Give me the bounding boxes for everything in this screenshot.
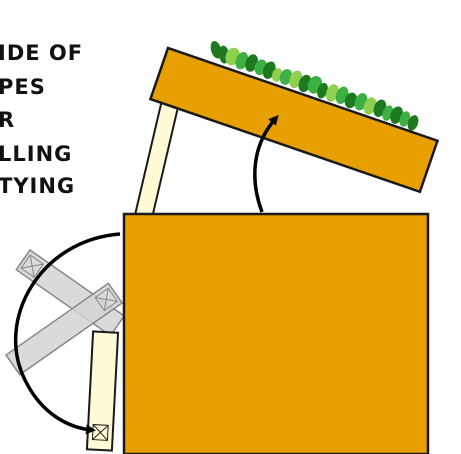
annotation-line-4: LLING (0, 142, 72, 166)
support-stick-stowed (85, 330, 120, 452)
annotation-line-2: PES (0, 75, 46, 99)
ghost-stick-2 (4, 282, 124, 376)
annotation-line-1: IDE OF (0, 41, 83, 65)
container-lid (148, 46, 440, 194)
side-annotation: IDE OF PES R LLING TYING (0, 41, 83, 198)
annotation-line-5: TYING (0, 174, 75, 198)
curved-arrow-down-icon (14, 232, 121, 435)
annotation-line-3: R (0, 108, 15, 132)
container-box (122, 212, 430, 454)
plants-icon (210, 40, 419, 131)
curved-arrow-up-icon (253, 115, 279, 213)
